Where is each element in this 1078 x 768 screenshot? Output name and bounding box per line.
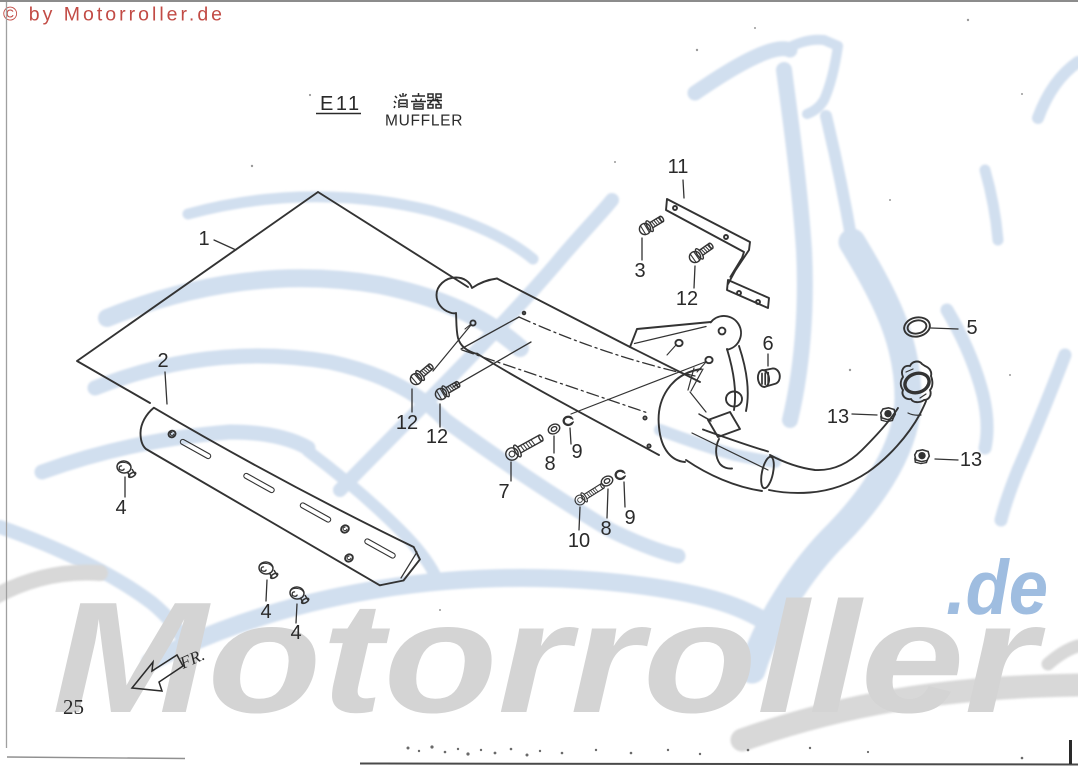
svg-text:12: 12 xyxy=(396,412,418,434)
svg-text:8: 8 xyxy=(544,453,555,475)
svg-text:9: 9 xyxy=(624,507,635,529)
svg-text:13: 13 xyxy=(827,406,849,428)
svg-text:8: 8 xyxy=(600,518,611,540)
svg-text:11: 11 xyxy=(668,156,689,178)
svg-text:5: 5 xyxy=(966,317,977,339)
svg-text:7: 7 xyxy=(498,481,509,503)
svg-text:6: 6 xyxy=(762,333,773,355)
svg-text:© by Motorroller.de: © by Motorroller.de xyxy=(3,4,225,26)
svg-text:MUFFLER: MUFFLER xyxy=(385,113,463,130)
svg-text:9: 9 xyxy=(571,441,582,463)
svg-text:4: 4 xyxy=(290,622,301,644)
svg-text:10: 10 xyxy=(568,530,590,552)
svg-text:2: 2 xyxy=(157,350,168,372)
svg-text:25: 25 xyxy=(63,695,84,719)
svg-text:13: 13 xyxy=(960,449,982,471)
svg-text:12: 12 xyxy=(426,426,448,448)
svg-text:1: 1 xyxy=(198,228,209,250)
svg-text:E11: E11 xyxy=(320,93,362,115)
svg-text:3: 3 xyxy=(634,260,645,282)
svg-text:12: 12 xyxy=(676,288,698,310)
svg-text:Motorroller: Motorroller xyxy=(52,570,1046,746)
svg-text:4: 4 xyxy=(260,601,271,623)
svg-text:4: 4 xyxy=(115,497,126,519)
svg-text:.de: .de xyxy=(946,545,1048,631)
